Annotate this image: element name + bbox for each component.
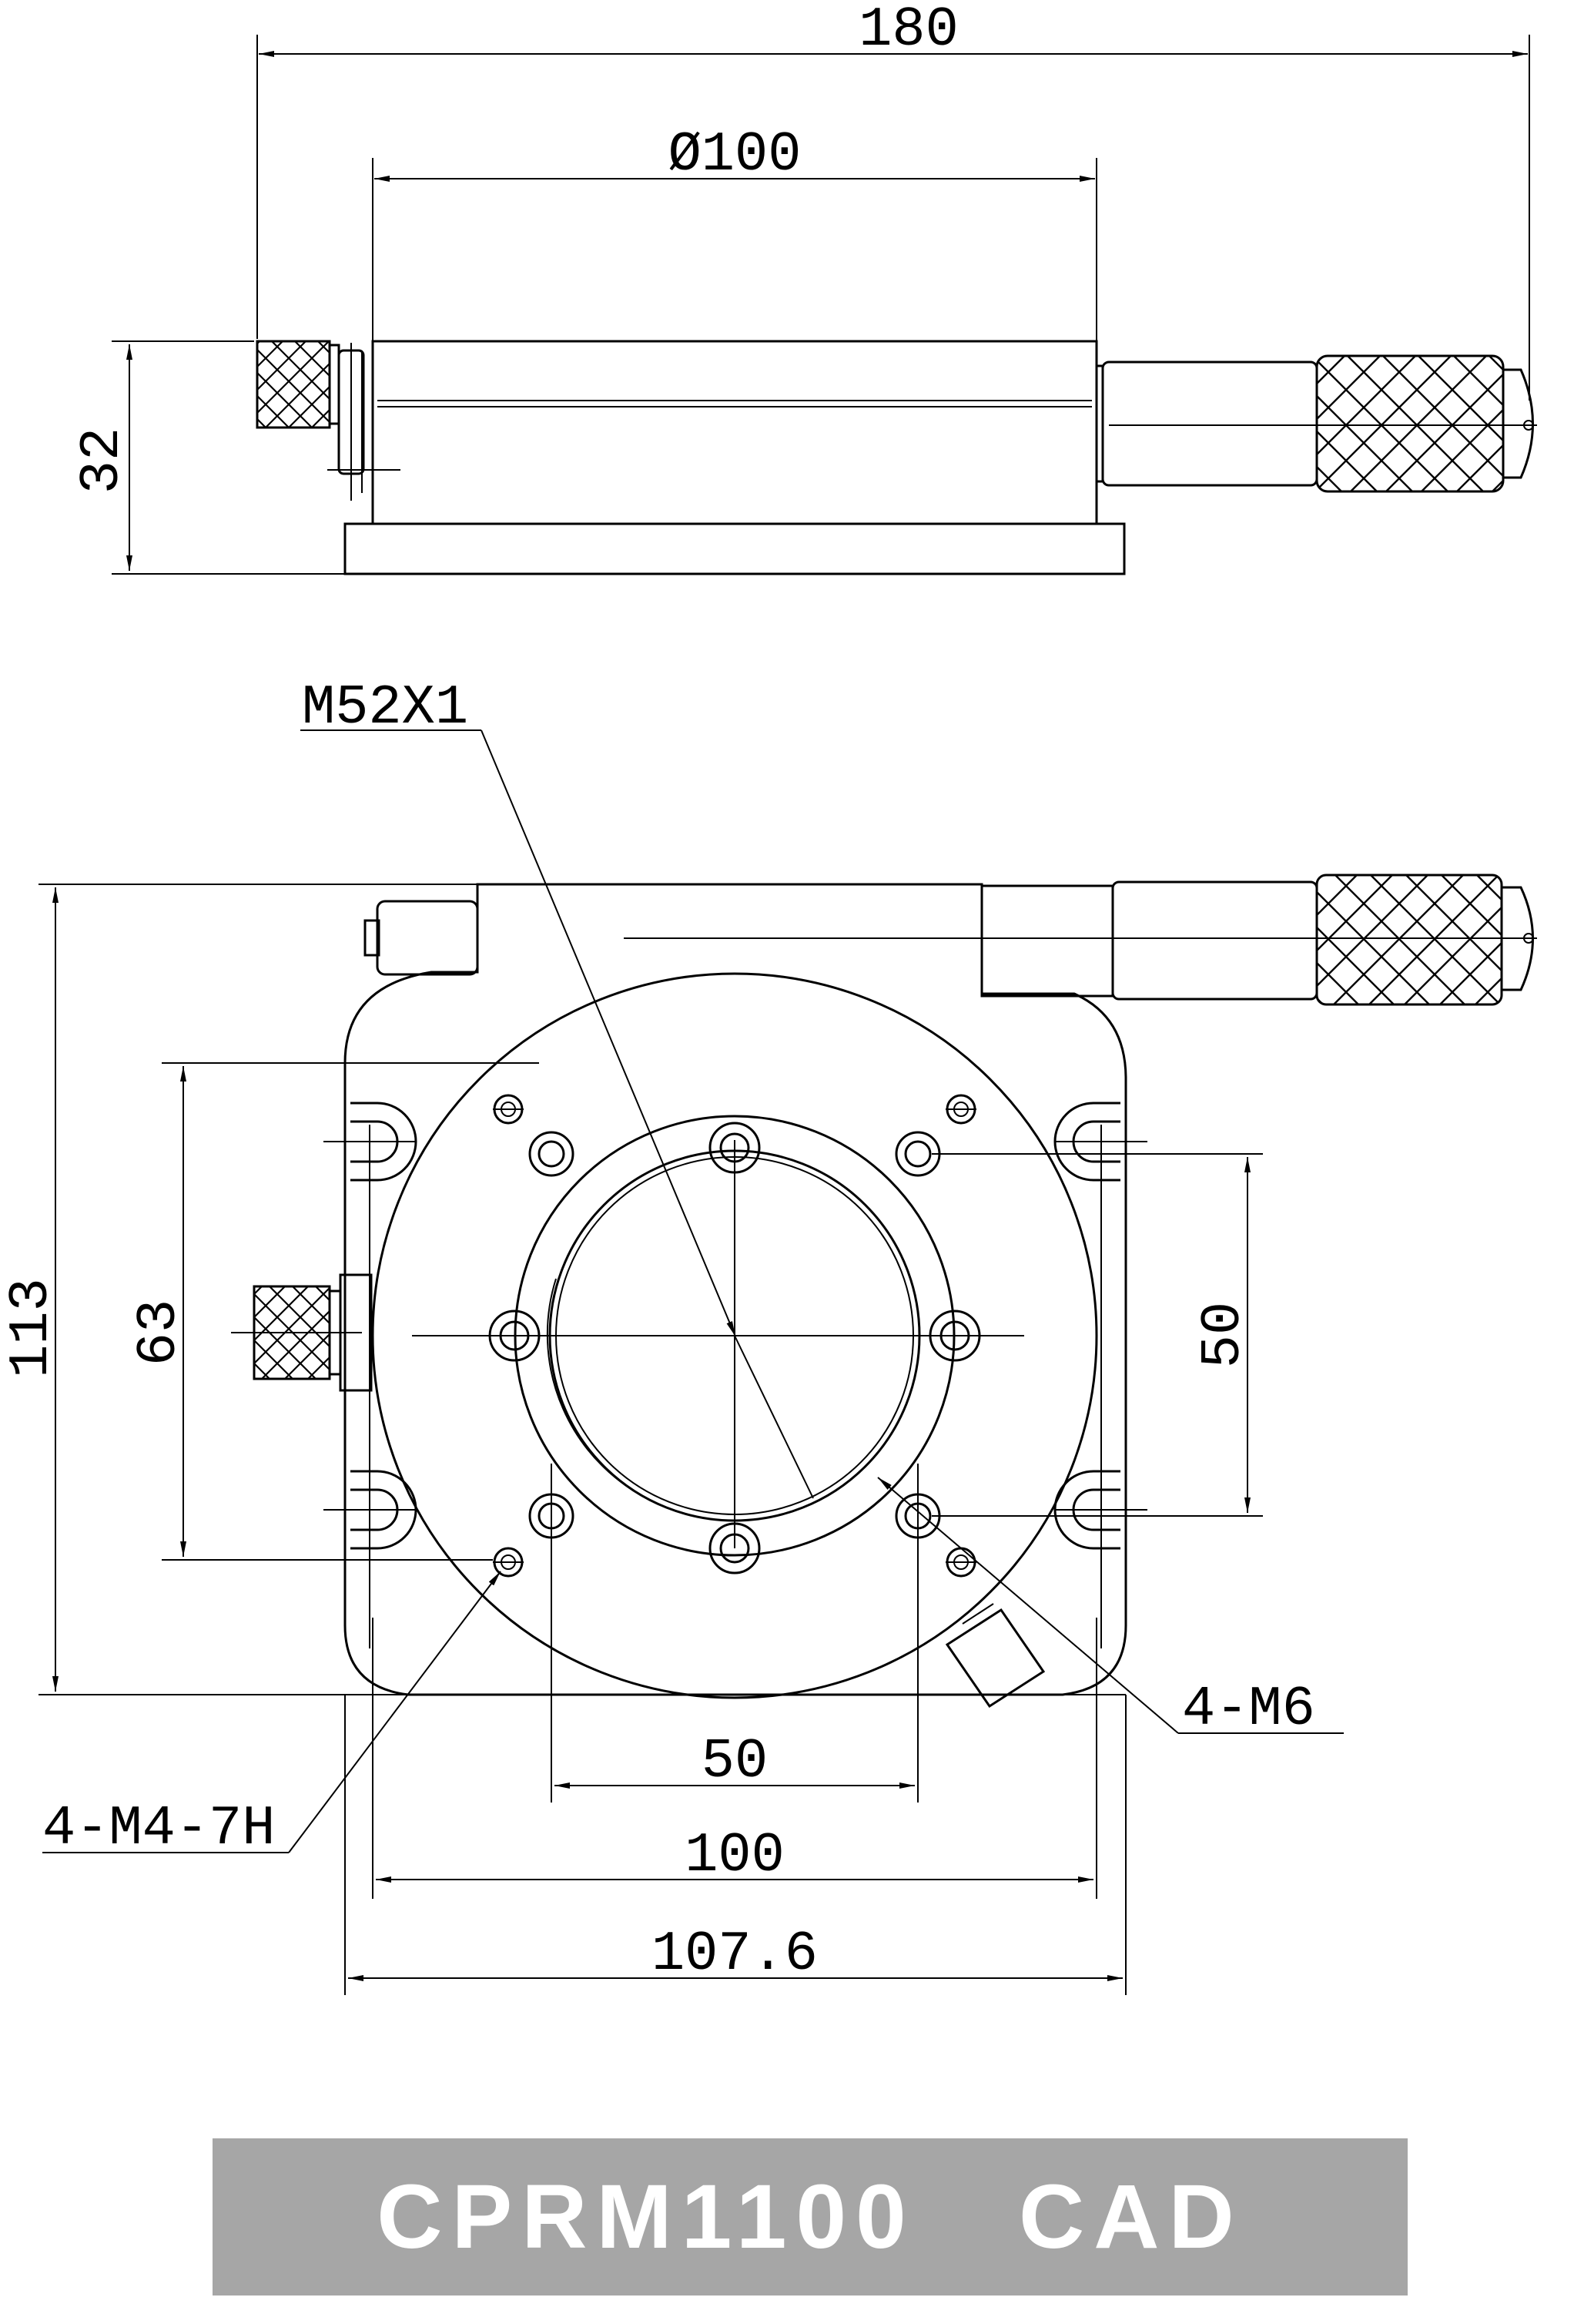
micrometer-head-icon: [1095, 354, 1537, 493]
lock-lever-icon: [945, 1603, 1046, 1709]
dim-50-horizontal: 50: [702, 1730, 768, 1793]
mounting-slot-tr: [1053, 1102, 1147, 1182]
dim-180: 180: [859, 0, 959, 62]
top-view: M52X1: [0, 676, 1537, 1995]
hole-right: [929, 1310, 981, 1362]
dim-113: 113: [0, 1278, 63, 1378]
mounting-slot-br: [1053, 1470, 1147, 1550]
hole-bottom: [708, 1522, 761, 1574]
side-view: 180 Ø100 32: [71, 0, 1537, 575]
dim-diameter-100: Ø100: [668, 123, 802, 186]
title-banner-background: [213, 2138, 1408, 2295]
callout-4-m4-7h: 4-M4-7H: [42, 1797, 275, 1860]
hole-left: [488, 1310, 541, 1362]
title-banner: CPRM1100 CAD: [213, 2138, 1408, 2295]
callout-4-m6: 4-M6: [1182, 1678, 1315, 1741]
dim-50-vertical: 50: [1192, 1302, 1255, 1368]
side-knob-icon: [231, 1273, 373, 1392]
dim-107-6: 107.6: [651, 1923, 818, 1986]
micrometer-top-icon: [624, 874, 1537, 1006]
mounting-slot-bl: [323, 1470, 417, 1550]
m6-hole-tl: [528, 1131, 574, 1177]
dim-63: 63: [128, 1299, 191, 1366]
title-banner-label: CPRM1100 CAD: [377, 2166, 1243, 2268]
callout-m52x1: M52X1: [302, 676, 468, 739]
hole-top: [708, 1122, 761, 1174]
dim-32: 32: [71, 428, 134, 494]
lock-knob-icon: [256, 340, 400, 501]
mounting-slot-tl: [323, 1102, 417, 1182]
rotary-disk: [371, 972, 1098, 1699]
dim-100: 100: [685, 1824, 785, 1887]
